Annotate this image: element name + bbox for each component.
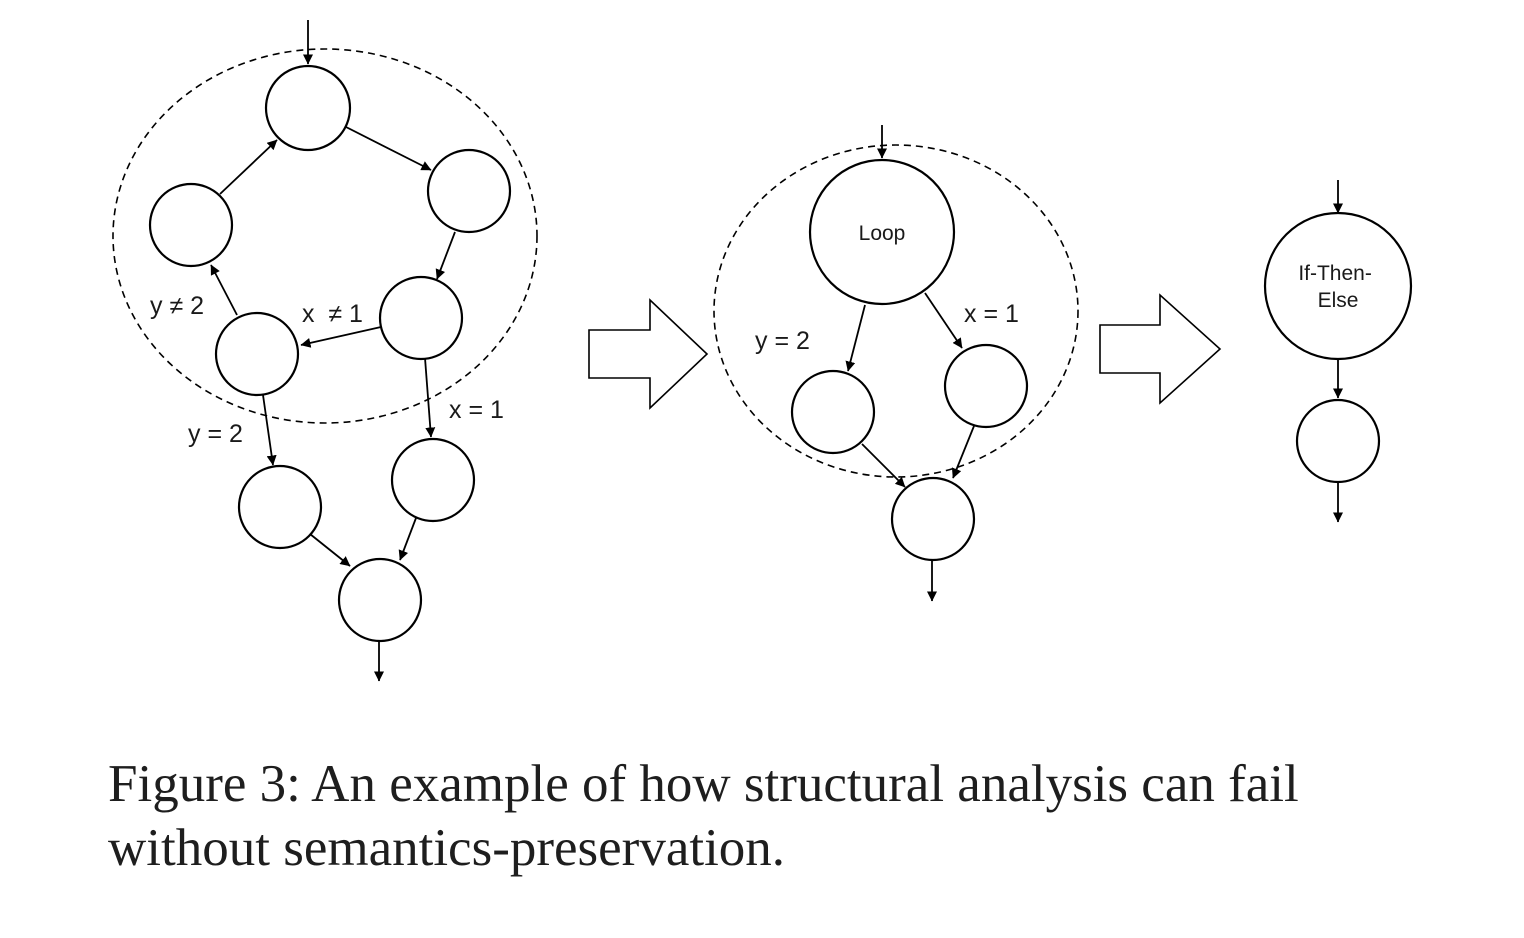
if-then-else-node <box>1263 211 1413 361</box>
cfg-node <box>1295 398 1381 484</box>
edge-label-y-eq-2: y = 2 <box>755 327 810 355</box>
cfg-node <box>426 148 512 234</box>
edge-bottomright-to-merge <box>398 517 417 561</box>
edge-label-x-eq-1: x = 1 <box>449 396 504 424</box>
panel-3-if-then-else: If-Then- Else <box>1263 180 1413 523</box>
if-then-else-label-line-1: If-Then- <box>1298 262 1372 285</box>
edge-label-x-neq-1: x ≠ 1 <box>302 300 363 328</box>
edge-loop-to-left <box>845 304 866 372</box>
figure-caption: Figure 3: An example of how structural a… <box>108 752 1468 880</box>
cfg-node <box>890 476 976 562</box>
edge-bottomleft-to-merge <box>309 533 351 567</box>
if-then-else-label: If-Then- Else <box>1298 262 1377 312</box>
if-then-else-label-line-2: Else <box>1318 289 1359 312</box>
panel-2-region-boundary <box>713 144 1079 478</box>
edge-left-to-top <box>219 139 278 195</box>
transform-arrow-1 <box>588 298 709 410</box>
cfg-node <box>148 182 234 268</box>
cfg-node <box>264 64 352 152</box>
panel-2-loop-reduced: Loop y = 2 x = 1 <box>713 125 1079 602</box>
cfg-node <box>943 343 1029 429</box>
edge-right-to-merge <box>951 425 975 479</box>
edge-top-to-right <box>345 126 432 171</box>
edge-left-to-merge <box>861 443 906 488</box>
loop-node <box>808 158 956 306</box>
structural-analysis-diagram: y ≠ 2 x ≠ 1 x = 1 y = 2 Loop y = 2 x = 1… <box>112 20 1413 682</box>
edge-loop-to-right <box>924 292 963 349</box>
edge-midright-to-bottomright <box>424 357 436 438</box>
cfg-node <box>337 557 423 643</box>
panel-1-region-boundary <box>112 48 538 424</box>
panel-1-original-cfg: y ≠ 2 x ≠ 1 x = 1 y = 2 <box>112 20 538 682</box>
cfg-node <box>237 464 323 550</box>
cfg-node <box>214 311 300 397</box>
cfg-node <box>378 275 464 361</box>
edge-label-y-neq-2: y ≠ 2 <box>150 292 204 320</box>
edge-midright-to-midleft <box>300 326 382 348</box>
transform-arrow-2 <box>1099 293 1222 405</box>
edge-label-y-eq-2: y = 2 <box>188 420 243 448</box>
edge-midleft-to-bottomleft <box>262 394 277 466</box>
cfg-node <box>390 437 476 523</box>
edge-midleft-to-left <box>210 264 238 316</box>
loop-node-label: Loop <box>859 222 906 245</box>
edge-right-to-midright <box>435 231 456 280</box>
caption-line-1: Figure 3: An example of how structural a… <box>108 755 1299 813</box>
edge-label-x-eq-1: x = 1 <box>964 300 1019 328</box>
caption-line-2: without semantics-preservation. <box>108 819 786 877</box>
cfg-node <box>790 369 876 455</box>
